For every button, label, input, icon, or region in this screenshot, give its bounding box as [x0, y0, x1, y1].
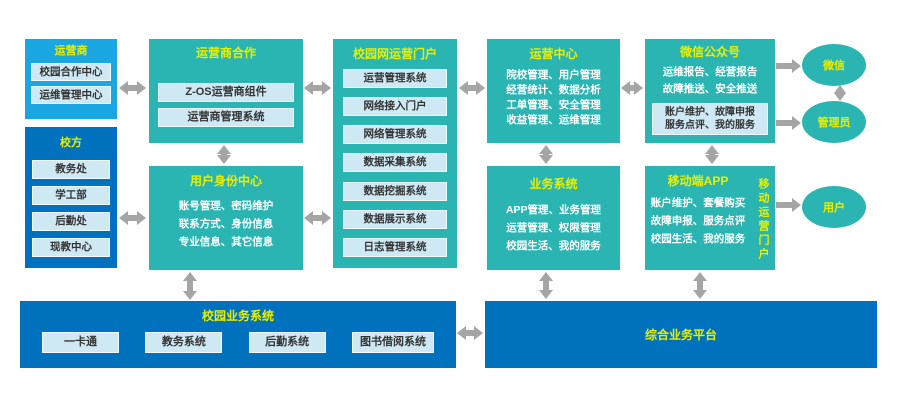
wechat-subpanel-line: 服务点评、我的服务	[665, 120, 755, 131]
operation-center-box: 运营中心 院校管理、用户管理 经营统计、数据分析 工单管理、安全管理 收益管理、…	[487, 39, 620, 143]
business-system-title: 业务系统	[529, 177, 578, 191]
school-box: 校方 教务处 学工部 后勤处 现教中心	[25, 127, 117, 268]
mobile-app-box: 移动端APP 账户维护、套餐购买 故障申报、服务点评 校园生活、我的服务 移动运…	[645, 166, 775, 270]
school-title: 校方	[60, 137, 82, 149]
operator-box: 运营商 校园合作中心 运维管理中心	[25, 39, 117, 119]
arrow-to-admin-icon	[776, 116, 801, 130]
identity-center-lines: 账号管理、密码维护 联系方式、身份信息 专业信息、其它信息	[149, 197, 303, 251]
wechat-line: 运维报告、经营报告	[662, 66, 758, 78]
double-arrow-school-identity-icon	[119, 211, 146, 225]
identity-center-box: 用户身份中心 账号管理、密码维护 联系方式、身份信息 专业信息、其它信息	[149, 166, 303, 270]
double-arrow-operator-opcoop-icon	[119, 81, 146, 95]
school-item: 现教中心	[32, 238, 110, 257]
portal-item: 数据展示系统	[343, 209, 447, 229]
double-arrow-opcenter-bizsys-icon	[539, 145, 553, 164]
operator-coop-title: 运营商合作	[195, 46, 256, 60]
mobile-app-line: 账户维护、套餐购买	[650, 197, 746, 209]
mobile-app-title: 移动端APP	[667, 174, 729, 188]
identity-line: 联系方式、身份信息	[178, 218, 274, 230]
wechat-official-box: 微信公众号 运维报告、经营报告 故障推送、安全推送 账户维护、故障申报 服务点评…	[645, 39, 775, 143]
operator-coop-box: 运营商合作 Z-OS运营商组件 运营商管理系统	[149, 39, 303, 143]
integrated-platform-box: 综合业务平台	[485, 301, 877, 368]
operation-center-lines: 院校管理、用户管理 经营统计、数据分析 工单管理、安全管理 收益管理、运维管理	[487, 68, 620, 128]
double-arrow-portal-opcenter-icon	[459, 81, 485, 95]
campus-business-item: 后勤系统	[248, 332, 326, 353]
identity-line: 账号管理、密码维护	[178, 200, 274, 212]
portal-item: 网络接入门户	[343, 97, 447, 117]
operator-coop-item: 运营商管理系统	[158, 108, 294, 127]
wechat-ellipse-label: 微信	[823, 60, 845, 72]
campus-business-item: 教务系统	[145, 332, 223, 353]
operator-item: 校园合作中心	[31, 63, 111, 81]
double-arrow-wechat-mobile-icon	[705, 145, 719, 164]
portal-item: 数据采集系统	[343, 153, 447, 173]
portal-item: 运营管理系统	[343, 69, 447, 88]
arrow-to-wechat-icon	[776, 59, 801, 73]
operator-title: 运营商	[54, 45, 88, 57]
double-arrow-campus-platform-icon	[457, 326, 483, 340]
mobile-app-lines: 账户维护、套餐购买 故障申报、服务点评 校园生活、我的服务	[645, 194, 751, 248]
school-item: 学工部	[32, 186, 110, 205]
double-arrow-opcoop-portal-icon	[304, 81, 331, 95]
wechat-subpanel: 账户维护、故障申报 服务点评、我的服务	[652, 103, 768, 135]
double-arrow-opcenter-wechat-icon	[621, 81, 643, 95]
campus-business-item: 一卡通	[42, 332, 119, 353]
business-system-box: 业务系统 APP管理、业务管理 运营管理、权限管理 校园生活、我的服务	[487, 166, 620, 270]
double-arrow-bizsys-platform-icon	[539, 272, 553, 299]
arrow-to-user-icon	[776, 198, 801, 212]
double-arrow-identity-portal-icon	[304, 211, 331, 225]
portal-title: 校园网运营门户	[352, 47, 437, 61]
business-system-lines: APP管理、业务管理 运营管理、权限管理 校园生活、我的服务	[487, 201, 620, 255]
operator-coop-item: Z-OS运营商组件	[158, 83, 294, 102]
wechat-ellipse: 微信	[802, 44, 866, 86]
wechat-official-lines: 运维报告、经营报告 故障推送、安全推送	[645, 64, 775, 98]
user-ellipse: 用户	[802, 186, 866, 228]
mobile-portal-vertical-label: 移动运营门户	[757, 178, 769, 262]
portal-list: 运营管理系统 网络接入门户 网络管理系统 数据采集系统 数据挖掘系统 数据展示系…	[343, 69, 447, 257]
wechat-line: 故障推送、安全推送	[662, 83, 758, 95]
operation-center-line: 院校管理、用户管理	[506, 69, 601, 81]
double-arrow-opcoop-identity-icon	[217, 145, 231, 164]
identity-line: 专业信息、其它信息	[178, 236, 274, 248]
double-arrow-identity-campus-icon	[183, 272, 197, 300]
admin-ellipse: 管理员	[802, 101, 866, 143]
school-item: 后勤处	[32, 212, 110, 231]
user-ellipse-label: 用户	[823, 202, 845, 214]
business-system-line: APP管理、业务管理	[505, 204, 602, 216]
business-system-line: 校园生活、我的服务	[506, 240, 601, 252]
operation-center-title: 运营中心	[529, 47, 578, 61]
operation-center-line: 经营统计、数据分析	[506, 84, 601, 96]
campus-business-items: 一卡通 教务系统 后勤系统 图书借阅系统	[42, 332, 434, 353]
business-system-line: 运营管理、权限管理	[506, 222, 601, 234]
wechat-subpanel-line: 账户维护、故障申报	[665, 107, 755, 118]
portal-item: 数据挖掘系统	[343, 181, 447, 201]
double-arrow-mobile-platform-icon	[693, 272, 707, 299]
campus-business-title: 校园业务系统	[201, 309, 274, 323]
campus-business-box: 校园业务系统 一卡通 教务系统 后勤系统 图书借阅系统	[20, 301, 456, 368]
admin-ellipse-label: 管理员	[817, 117, 851, 129]
portal-item: 网络管理系统	[343, 125, 447, 145]
wechat-official-title: 微信公众号	[679, 45, 740, 59]
mobile-app-line: 校园生活、我的服务	[650, 233, 746, 245]
operation-center-line: 收益管理、运维管理	[506, 114, 601, 126]
portal-item: 日志管理系统	[343, 237, 447, 257]
double-arrow-wechat-admin-icon	[834, 85, 846, 101]
operation-center-line: 工单管理、安全管理	[506, 99, 601, 111]
campus-business-item: 图书借阅系统	[351, 332, 434, 353]
identity-center-title: 用户身份中心	[189, 174, 262, 188]
operator-item: 运维管理中心	[31, 86, 111, 104]
portal-box: 校园网运营门户 运营管理系统 网络接入门户 网络管理系统 数据采集系统 数据挖掘…	[333, 39, 457, 268]
mobile-app-line: 故障申报、服务点评	[650, 215, 746, 227]
integrated-platform-title: 综合业务平台	[644, 327, 717, 342]
school-item: 教务处	[32, 160, 110, 179]
